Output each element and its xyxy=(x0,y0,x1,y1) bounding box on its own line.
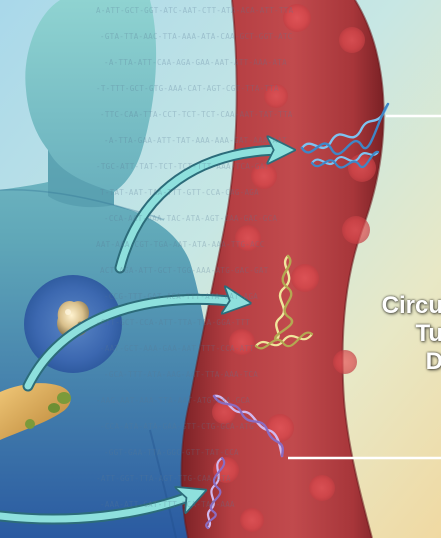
caption: Circu Tu D xyxy=(333,292,441,376)
caption-line-2: Tu xyxy=(333,320,441,348)
blood-cell xyxy=(240,508,264,532)
blood-cell xyxy=(235,225,261,251)
tumor-spot xyxy=(24,275,122,373)
blood-cell xyxy=(309,475,335,501)
caption-line-1: Circu xyxy=(333,292,441,320)
blood-cell xyxy=(342,216,370,244)
blood-cell xyxy=(283,4,311,32)
blood-cell xyxy=(229,329,255,355)
blood-cell xyxy=(339,27,365,53)
blood-cell xyxy=(266,414,294,442)
blood-cell xyxy=(251,163,277,189)
blood-cell xyxy=(264,84,288,108)
blood-cell xyxy=(291,264,319,292)
caption-line-3: D xyxy=(333,348,441,376)
